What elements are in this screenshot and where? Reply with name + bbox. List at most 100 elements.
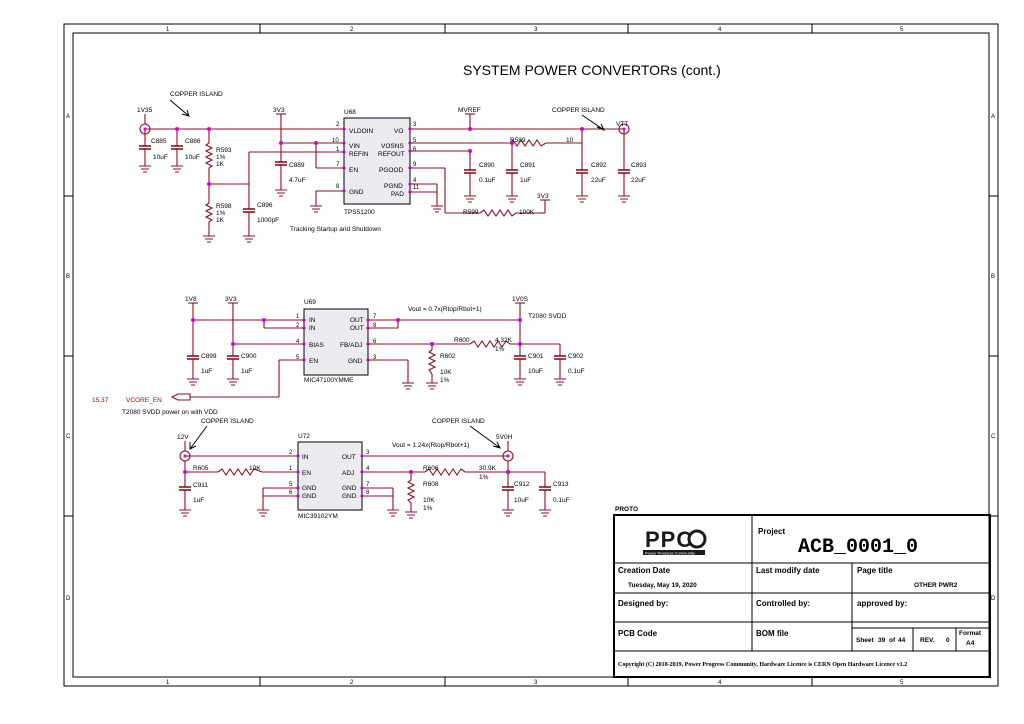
u68-num-4: 4 — [413, 178, 417, 184]
arrow-copper-island-3 — [189, 425, 208, 450]
u72-num-7: 7 — [366, 482, 370, 488]
c911-val: 1uF — [193, 497, 204, 504]
r606-body — [424, 468, 466, 476]
c885-val: 10uF — [153, 154, 168, 161]
r602-val: 10K — [440, 369, 452, 376]
u68-pin-pgood: PGOOD — [379, 167, 404, 174]
controlled-by-label: Controlled by: — [756, 599, 810, 608]
col-label-2: 2 — [350, 27, 354, 33]
r605-ref: R605 — [193, 465, 209, 472]
net-3v3-a: 3V3 — [273, 107, 285, 114]
c890-val: 0.1uF — [479, 177, 496, 184]
c896-val: 1000pF — [257, 217, 279, 224]
net-5v0h: 5V0H — [496, 434, 513, 441]
logo-subtitle: Power Progress Community — [645, 551, 695, 556]
u68-pin-gnd: GND — [349, 189, 364, 196]
u72-num-2: 2 — [289, 450, 293, 456]
c891-val: 1uF — [520, 177, 531, 184]
row-label-a: A — [66, 114, 70, 120]
c899-val: 1uF — [201, 368, 212, 375]
ic-u69-part: MIC47100YMME — [304, 377, 354, 384]
r598-body — [204, 202, 214, 223]
c893-val: 22uF — [631, 177, 646, 184]
row-label-d: D — [66, 596, 71, 602]
ic-u68-body — [343, 117, 411, 205]
ic-u69-ref: U69 — [304, 299, 316, 306]
u69-num-8: 8 — [373, 323, 377, 329]
caps-section1 — [139, 145, 630, 222]
c912-ref: C912 — [514, 481, 530, 488]
ic-u72-part: MIC39102YM — [298, 513, 338, 520]
wires-section1 — [144, 114, 625, 236]
junctions-section1 — [175, 127, 584, 194]
vout-formula-1: Vout = 0.7x(Rtop/Rbot+1) — [408, 306, 482, 313]
format-value: A4 — [966, 640, 975, 647]
u68-num-5: 5 — [413, 138, 417, 144]
row-label-a-r: A — [991, 114, 995, 120]
u68-num-9: 9 — [413, 162, 417, 168]
r605-val: 10K — [249, 465, 261, 472]
r606-val: 30.9K — [479, 465, 497, 472]
net-vtt: VTT — [616, 121, 628, 128]
junctions-section3 — [183, 454, 510, 498]
grounds-section2 — [187, 378, 566, 390]
c913-ref: C913 — [553, 481, 569, 488]
project-label: Project — [758, 527, 785, 536]
u72-pin-gnd2: GND — [302, 493, 317, 500]
tp-1v35 — [139, 114, 151, 135]
u68-pin-pad: PAD — [391, 191, 404, 198]
c912-val: 10uF — [514, 497, 529, 504]
r605-body — [217, 468, 263, 476]
r589-val: 10 — [566, 137, 574, 144]
proto-label: PROTO — [615, 506, 638, 513]
u69-num-4: 4 — [296, 339, 300, 345]
r593-val: 1K — [216, 161, 225, 168]
copper-island-4: COPPER ISLAND — [432, 418, 485, 425]
u72-num-6: 6 — [289, 490, 293, 496]
r600-ref: R600 — [454, 337, 470, 344]
u69-num-7: 7 — [373, 314, 377, 320]
r598-ref: R598 — [216, 203, 232, 210]
grounds-section3 — [179, 509, 551, 519]
r602-ref: R602 — [440, 353, 456, 360]
u72-num-5: 5 — [289, 482, 293, 488]
copper-island-3: COPPER ISLAND — [201, 418, 254, 425]
ic-u69-body — [303, 308, 369, 376]
r589-ref: R589 — [510, 137, 526, 144]
arrow-copper-island-2 — [581, 114, 606, 131]
u69-pin-in2: IN — [309, 325, 316, 332]
format-label: Format — [959, 630, 982, 637]
vout-formula-2: Vout = 1.24x(Rtop/Rbot+1) — [392, 442, 469, 449]
row-label-b: B — [66, 274, 70, 280]
c899-ref: C899 — [201, 353, 217, 360]
c901-ref: C901 — [528, 353, 544, 360]
grounds-section1 — [139, 165, 630, 243]
c892-val: 22uF — [591, 177, 606, 184]
net-3v3-b: 3V3 — [537, 193, 549, 200]
r608-tol: 1% — [423, 505, 433, 512]
u72-pin-gnd3: GND — [342, 485, 357, 492]
col-label-3b: 3 — [534, 680, 538, 686]
power-taps-section1 — [276, 113, 550, 201]
c886-ref: C886 — [185, 138, 201, 145]
c892-ref: C892 — [591, 162, 607, 169]
creation-date-value: Tuesday, May 19, 2020 — [628, 582, 697, 589]
c886-val: 10uF — [185, 154, 200, 161]
u68-num-6: 6 — [413, 147, 417, 153]
last-modify-label: Last modify date — [756, 566, 820, 575]
u69-pin-en: EN — [309, 358, 318, 365]
c885-ref: C885 — [151, 138, 167, 145]
col-label-4: 4 — [718, 27, 722, 33]
u68-pin-en: EN — [349, 167, 358, 174]
offpage-ref: 15,37 — [92, 397, 109, 404]
u68-pin-pgnd: PGND — [384, 183, 403, 190]
t2080-svdd: T2080 SVDD — [528, 313, 567, 320]
row-label-d-r: D — [991, 596, 996, 602]
creation-date-label: Creation Date — [618, 566, 671, 575]
inner-frame — [72, 32, 990, 678]
u72-pin-out: OUT — [342, 454, 356, 461]
section-1v0s: U69 MIC47100YMME IN IN BIAS EN OUT OUT F… — [92, 296, 585, 416]
u72-pin-en: EN — [302, 470, 311, 477]
ppc-logo: PPC Power Progress Community — [643, 527, 707, 556]
u69-num-5: 5 — [296, 355, 300, 361]
